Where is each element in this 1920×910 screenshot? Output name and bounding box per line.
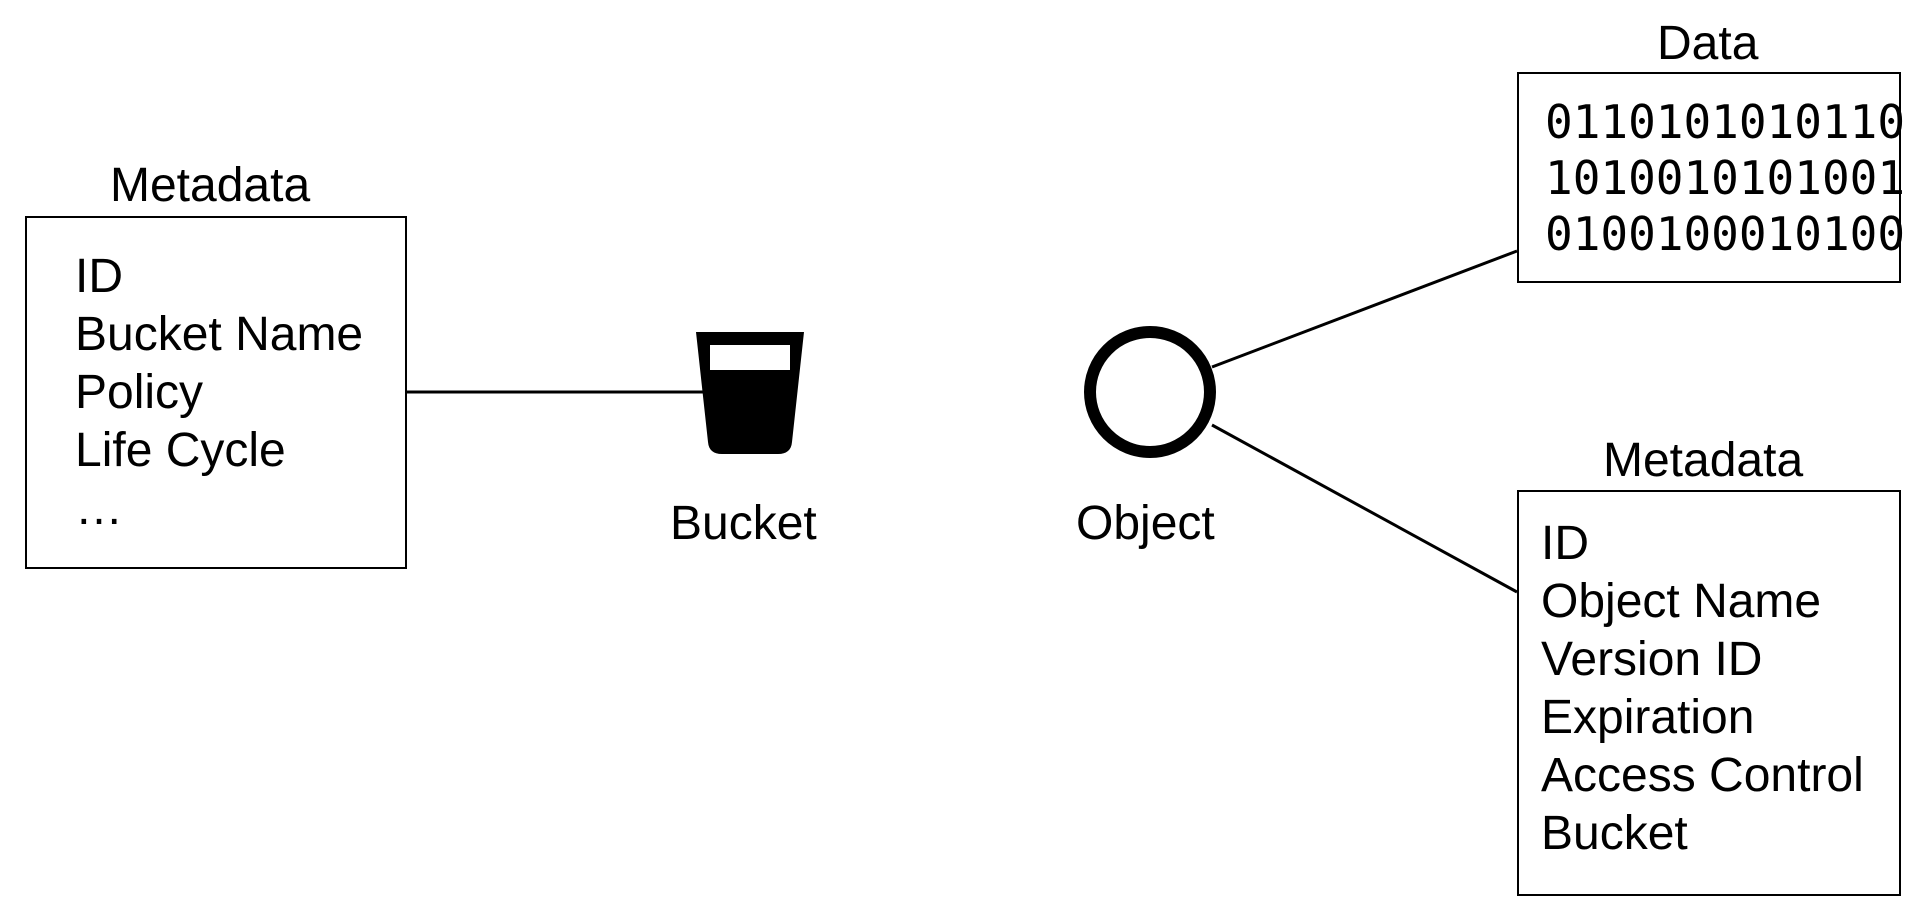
object-metadata-item: Access Control (1541, 749, 1864, 802)
object-data-title: Data (1657, 17, 1759, 70)
object-metadata-item: ID (1541, 517, 1589, 570)
object-metadata-box: ID Object Name Version ID Expiration Acc… (1517, 490, 1901, 896)
bucket-metadata-title: Metadata (110, 159, 311, 212)
object-metadata-connector (1211, 423, 1518, 594)
object-metadata-title: Metadata (1603, 434, 1804, 487)
binary-data-line: 0100100010100 (1545, 207, 1906, 261)
object-circle-icon (1084, 326, 1216, 458)
object-metadata-item: Version ID (1541, 633, 1763, 686)
binary-data-line: 1010010101001 (1545, 151, 1906, 205)
object-metadata-item: Bucket (1541, 807, 1688, 860)
bucket-metadata-item: Bucket Name (75, 308, 364, 361)
object-metadata-item: Object Name (1541, 575, 1822, 628)
object-data-box: 0110101010110 1010010101001 010010001010… (1517, 72, 1905, 283)
bucket-icon (696, 332, 804, 454)
binary-data-line: 0110101010110 (1545, 95, 1906, 149)
bucket-metadata-item: ID (75, 250, 123, 303)
bucket-metadata-item: Life Cycle (75, 424, 286, 477)
object-metadata-list: ID Object Name Version ID Expiration Acc… (1541, 515, 1864, 863)
object-data-lines: 0110101010110 1010010101001 010010001010… (1545, 94, 1905, 262)
bucket-label: Bucket (670, 497, 817, 550)
bucket-metadata-item: Policy (75, 366, 204, 419)
bucket-metadata-item: … (75, 482, 123, 535)
object-label: Object (1076, 497, 1215, 550)
object-metadata-item: Expiration (1541, 691, 1755, 744)
bucket-metadata-box: ID Bucket Name Policy Life Cycle … (25, 216, 407, 569)
bucket-metadata-list: ID Bucket Name Policy Life Cycle … (75, 248, 363, 538)
object-data-connector (1211, 249, 1518, 369)
